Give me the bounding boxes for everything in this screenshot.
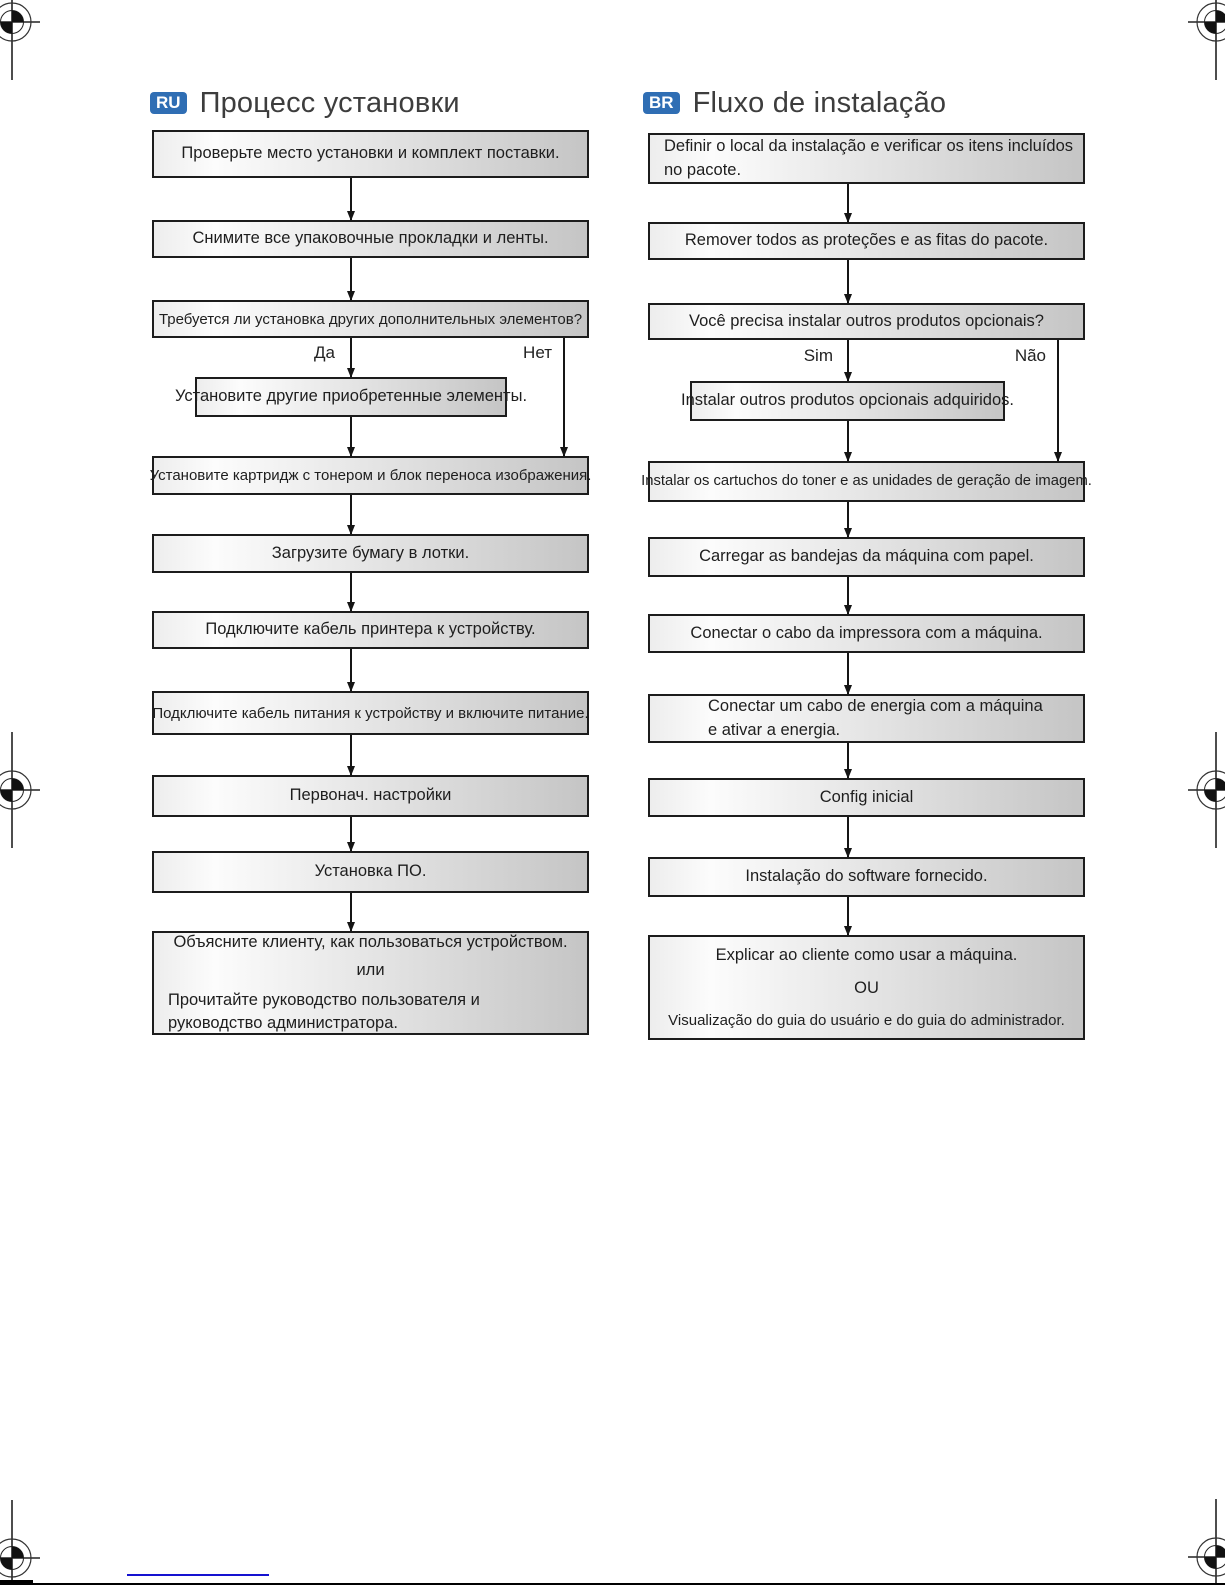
br-step-9-box: Config inicial [648, 778, 1085, 817]
br-step-1-line1: Definir o local da instalação e verifica… [664, 137, 1074, 156]
br-branch-yes-label: Sim [803, 346, 833, 365]
br-step-9-text: Config inicial [819, 787, 914, 806]
ru-step-4-box: Установите другие приобретенные элементы… [175, 377, 527, 417]
br-arrow-1 [843, 184, 852, 223]
br-step-3-box: Você precisa instalar outros produtos op… [648, 303, 1085, 340]
ru-step-6-text: Загрузите бумагу в лотки. [271, 543, 470, 562]
ru-arrow-5 [346, 495, 355, 535]
br-final-box: Explicar ao cliente como usar a máquina.… [648, 935, 1085, 1040]
ru-step-7-text: Подключите кабель принтера к устройству. [205, 620, 536, 639]
ru-branch-yes-label: Да [314, 343, 335, 362]
br-step-2-box: Remover todos as proteções e as fitas do… [648, 222, 1085, 260]
br-step-5-text: Instalar os cartuchos do toner e as unid… [641, 473, 1092, 490]
br-final-connector: OU [854, 979, 879, 997]
br-step-6-box: Carregar as bandejas da máquina com pape… [648, 537, 1085, 577]
ru-section-title: Процесс установки [199, 86, 460, 119]
br-step-8-line2: e ativar a energia. [708, 720, 841, 739]
ru-arrow-10 [346, 893, 355, 932]
footer-black-tab [0, 1580, 33, 1585]
br-step-1-line2: no pacote. [664, 160, 742, 179]
ru-final-line1: Объясните клиенту, как пользоваться устр… [173, 933, 568, 952]
ru-arrow-2 [346, 258, 355, 301]
br-step-8-box: Conectar um cabo de energia com a máquin… [648, 694, 1085, 743]
br-arrow-4 [843, 421, 852, 462]
ru-final-box: Объясните клиенту, как пользоваться устр… [152, 931, 589, 1035]
ru-arrow-9 [346, 817, 355, 852]
ru-step-8-text: Подключите кабель питания к устройству и… [152, 704, 589, 722]
ru-language-badge: RU [150, 91, 187, 115]
ru-step-7-box: Подключите кабель принтера к устройству. [152, 611, 589, 649]
br-branch-no-label: Não [1014, 346, 1046, 365]
ru-step-5-box: Установите картридж с тонером и блок пер… [149, 456, 592, 495]
ru-arrow-no-branch [559, 338, 568, 457]
registration-mark [0, 1498, 72, 1585]
ru-step-10-box: Установка ПО. [152, 851, 589, 893]
ru-step-1-text: Проверьте место установки и комплект пос… [181, 144, 560, 163]
br-arrow-10 [843, 897, 852, 936]
registration-mark [0, 0, 72, 82]
ru-arrow-8 [346, 735, 355, 776]
br-section-title: Fluxo de instalação [692, 86, 947, 119]
footer-black-line [0, 1583, 1225, 1585]
br-language-badge: BR [643, 91, 680, 115]
ru-step-9-box: Первонач. настройки [152, 775, 589, 817]
br-step-4-box: Instalar outros produtos opcionais adqui… [681, 381, 1014, 421]
registration-mark [0, 730, 72, 850]
br-step-7-box: Conectar o cabo da impressora com a máqu… [648, 614, 1085, 653]
br-section-header: BR Fluxo de instalação [643, 86, 946, 120]
ru-step-4-text: Установите другие приобретенные элементы… [174, 387, 528, 406]
br-step-3-text: Você precisa instalar outros produtos op… [689, 311, 1044, 330]
ru-arrow-yes [346, 338, 355, 378]
br-arrow-5 [843, 502, 852, 538]
br-step-5-box: Instalar os cartuchos do toner e as unid… [641, 461, 1092, 502]
br-step-10-text: Instalação do software fornecido. [745, 867, 988, 886]
br-arrow-yes [843, 340, 852, 382]
ru-final-connector: или [356, 961, 385, 980]
ru-arrow-1 [346, 178, 355, 221]
ru-step-2-box: Снимите все упаковочные прокладки и лент… [152, 220, 589, 258]
ru-arrow-7 [346, 649, 355, 692]
br-final-line1: Explicar ao cliente como usar a máquina. [715, 945, 1018, 964]
registration-mark [1156, 730, 1225, 850]
br-step-10-box: Instalação do software fornecido. [648, 857, 1085, 897]
br-step-2-text: Remover todos as proteções e as fitas do… [684, 231, 1049, 250]
br-arrow-no-branch [1053, 340, 1062, 462]
ru-arrow-4 [346, 417, 355, 457]
ru-step-3-box: Требуется ли установка других дополнител… [152, 300, 589, 338]
br-step-1-box: Definir o local da instalação e verifica… [648, 133, 1085, 184]
footer-blue-line [127, 1574, 269, 1576]
registration-mark [1156, 0, 1225, 82]
ru-step-1-box: Проверьте место установки и комплект пос… [152, 130, 589, 178]
ru-arrow-6 [346, 573, 355, 612]
ru-section-header: RU Процесс установки [150, 86, 460, 120]
br-step-4-text: Instalar outros produtos opcionais adqui… [681, 391, 1014, 410]
ru-final-line2: Прочитайте руководство пользователя и ру… [168, 990, 480, 1032]
ru-step-10-text: Установка ПО. [314, 862, 427, 881]
ru-step-2-text: Снимите все упаковочные прокладки и лент… [192, 229, 549, 248]
ru-step-3-text: Требуется ли установка других дополнител… [158, 310, 583, 328]
ru-step-5-text: Установите картридж с тонером и блок пер… [149, 467, 592, 484]
ru-step-9-text: Первонач. настройки [289, 786, 452, 805]
br-step-8-line1: Conectar um cabo de energia com a máquin… [708, 697, 1043, 716]
ru-step-6-box: Загрузите бумагу в лотки. [152, 534, 589, 573]
ru-branch-no-label: Нет [523, 343, 552, 362]
br-arrow-8 [843, 743, 852, 779]
br-arrow-6 [843, 577, 852, 615]
br-final-line2: Visualização do guia do usuário e do gui… [668, 1012, 1065, 1030]
br-step-6-text: Carregar as bandejas da máquina com pape… [699, 547, 1034, 566]
br-arrow-7 [843, 653, 852, 695]
br-arrow-2 [843, 260, 852, 304]
ru-step-8-box: Подключите кабель питания к устройству и… [152, 691, 589, 735]
registration-mark [1156, 1497, 1225, 1585]
br-arrow-9 [843, 817, 852, 858]
br-step-7-text: Conectar o cabo da impressora com a máqu… [690, 623, 1043, 642]
